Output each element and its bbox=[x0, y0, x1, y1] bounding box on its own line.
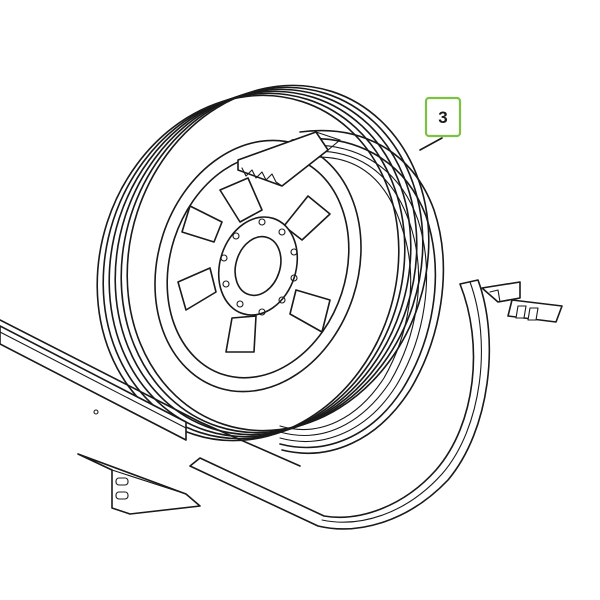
belt-cut-end bbox=[237, 131, 329, 187]
pulley-bolt-holes bbox=[220, 218, 298, 316]
callout-3-label: 3 bbox=[438, 108, 447, 127]
callout-3[interactable]: 3 bbox=[419, 96, 462, 151]
drive-belt bbox=[237, 129, 445, 454]
mounting-bracket-right bbox=[481, 281, 563, 323]
mounting-bracket-left bbox=[77, 453, 201, 515]
callout-3-box bbox=[424, 96, 462, 138]
frame-beam bbox=[0, 319, 301, 467]
belt-guard bbox=[189, 279, 491, 530]
pulley-grooves bbox=[96, 84, 430, 442]
callout-3-leader bbox=[419, 137, 443, 151]
pulley-wheel bbox=[96, 84, 430, 442]
pulley-spokes bbox=[177, 177, 331, 353]
pulley-bore bbox=[234, 235, 282, 297]
